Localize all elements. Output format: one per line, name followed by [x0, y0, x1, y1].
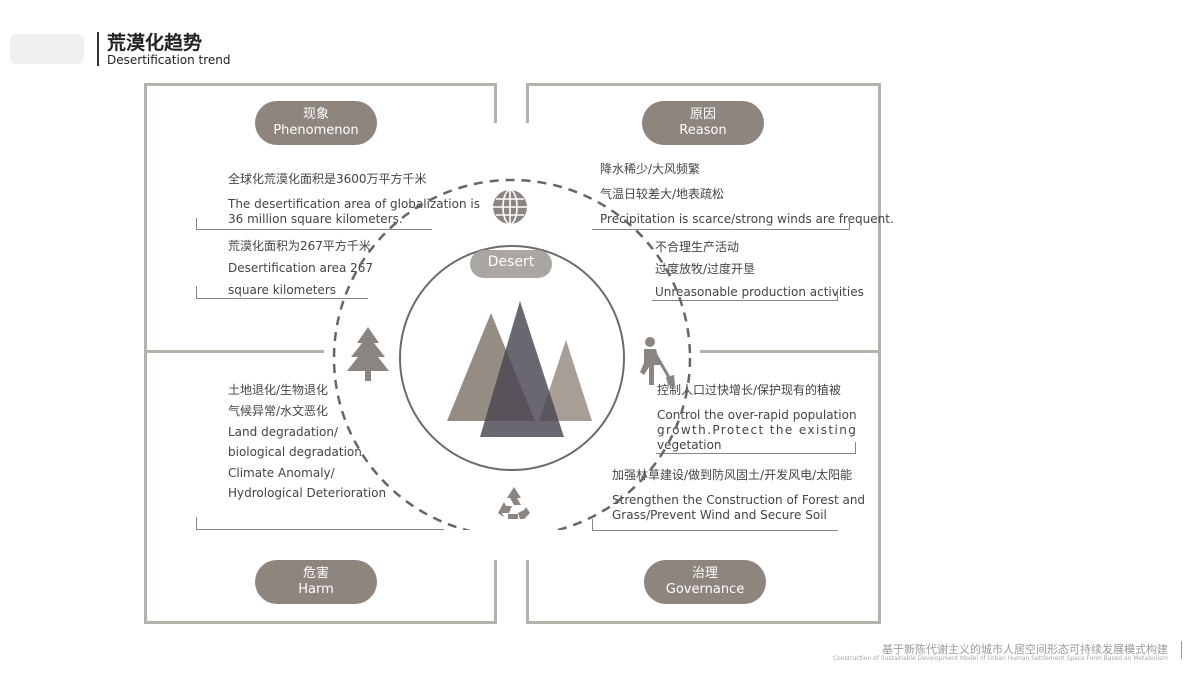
phenomenon-underline-1 — [196, 229, 432, 230]
reason-tick-2 — [837, 289, 838, 300]
globe-icon — [491, 188, 529, 226]
harm-label-en: Harm — [298, 582, 334, 597]
harm-line-3: Land degradation/ — [228, 425, 338, 439]
page-subtitle: Desertification trend — [107, 53, 231, 67]
reason-line-1: 降水稀少/大风频繁 — [600, 162, 701, 176]
phenomenon-label-en: Phenomenon — [273, 123, 359, 138]
phenomenon-line-6: square kilometers — [228, 283, 336, 297]
reason-frame — [526, 83, 881, 353]
governance-label-en: Governance — [665, 582, 745, 597]
reason-pill: 原因 Reason — [642, 101, 764, 145]
governance-label-zh: 治理 — [691, 566, 718, 581]
worker-shovel-icon — [630, 335, 676, 387]
governance-tick-2 — [592, 519, 593, 530]
title-divider — [97, 32, 99, 66]
reason-line-5: 过度放牧/过度开垦 — [655, 262, 756, 276]
governance-line-3: growth.Protect the existing — [657, 423, 858, 437]
dashed-ring — [332, 178, 692, 530]
reason-frame-bottom — [700, 350, 881, 353]
harm-line-5: Climate Anomaly/ — [228, 466, 335, 480]
reason-line-2: 气温日较差大/地表疏松 — [600, 187, 725, 201]
harm-label-zh: 危害 — [302, 566, 329, 581]
page-title: 荒漠化趋势 — [107, 32, 203, 54]
recycle-icon — [494, 483, 534, 523]
harm-line-4: biological degradation — [228, 445, 362, 459]
phenomenon-line-3: 36 million square kilometers. — [228, 212, 403, 226]
phenomenon-line-1: 全球化荒漠化面积是3600万平方千米 — [228, 172, 427, 186]
reason-underline-2 — [652, 300, 838, 301]
phenomenon-frame-bottom — [144, 350, 324, 353]
governance-underline-1 — [656, 453, 856, 454]
governance-frame-left — [526, 560, 529, 624]
governance-line-7: Grass/Prevent Wind and Secure Soil — [612, 508, 827, 522]
governance-pill: 治理 Governance — [644, 560, 766, 604]
harm-line-1: 土地退化/生物退化 — [228, 383, 329, 397]
harm-underline — [196, 529, 444, 530]
governance-line-2: Control the over-rapid population — [657, 408, 857, 422]
phenomenon-tick-1 — [196, 218, 197, 229]
harm-frame-right — [494, 560, 497, 624]
desert-label: Desert — [487, 254, 535, 270]
governance-frame — [526, 353, 881, 624]
harm-frame-bottom — [144, 621, 497, 624]
governance-underline-2 — [592, 530, 838, 531]
reason-line-4: 不合理生产活动 — [655, 240, 740, 254]
reason-frame-left — [526, 83, 529, 123]
desert-pill — [470, 250, 552, 278]
harm-tick — [196, 517, 197, 529]
harm-line-6: Hydrological Deterioration — [228, 486, 387, 500]
triangle-middle — [480, 301, 564, 437]
governance-tick-1 — [855, 442, 856, 453]
phenomenon-label-zh: 现象 — [302, 107, 329, 122]
center-diagram — [332, 178, 692, 530]
logo-placeholder — [10, 34, 84, 64]
harm-line-2: 气候异常/水文恶化 — [228, 404, 329, 418]
reason-label-en: Reason — [679, 123, 727, 138]
harm-pill: 危害 Harm — [255, 560, 377, 604]
governance-line-1: 控制人口过快增长/保护现有的植被 — [657, 383, 842, 397]
phenomenon-tick-2 — [196, 286, 197, 298]
footer-title-en: Construction of Sustainable Development … — [832, 655, 1168, 662]
governance-line-5: 加强林草建设/做到防风固土/开发风电/太阳能 — [612, 468, 853, 482]
reason-underline-1 — [592, 229, 850, 230]
reason-line-3: Precipitation is scarce/strong winds are… — [600, 212, 894, 226]
phenomenon-pill: 现象 Phenomenon — [255, 101, 377, 145]
phenomenon-line-4: 荒漠化面积为267平方千米 — [228, 239, 371, 253]
governance-line-6: Strengthen the Construction of Forest an… — [612, 493, 866, 507]
footer-divider — [1181, 641, 1182, 659]
reason-line-6: Unreasonable production activities — [655, 285, 864, 299]
phenomenon-frame — [144, 83, 496, 353]
reason-tick-1 — [849, 218, 850, 229]
governance-line-4: vegetation — [657, 438, 722, 452]
phenomenon-line-5: Desertification area 267 — [228, 261, 374, 275]
footer-title-zh: 基于新陈代谢主义的城市人居空间形态可持续发展模式构建 — [882, 643, 1168, 656]
phenomenon-frame-right — [494, 83, 497, 123]
reason-label-zh: 原因 — [689, 107, 716, 122]
phenomenon-underline-2 — [196, 298, 368, 299]
pine-tree-icon — [345, 325, 391, 383]
